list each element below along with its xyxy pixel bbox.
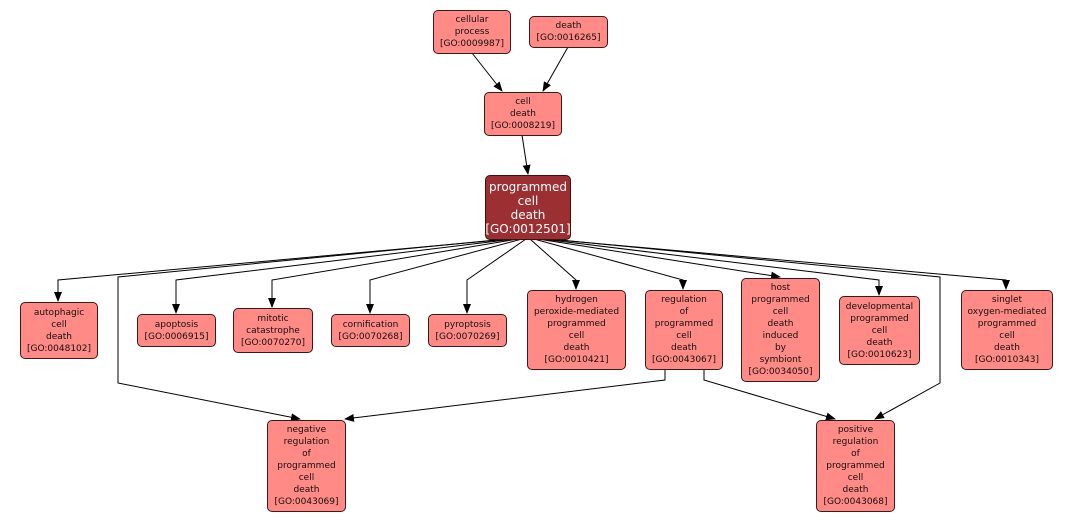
node-negative-regulation-pcd[interactable]: negative regulation of programmed cell d… [267, 420, 346, 512]
node-singlet-oxygen-pcd[interactable]: singlet oxygen-mediated programmed cell … [961, 290, 1053, 370]
edge [533, 238, 687, 290]
edge [541, 238, 883, 296]
node-cornification[interactable]: cornification [GO:0070268] [331, 314, 410, 347]
edge [344, 369, 666, 422]
edge [703, 369, 836, 421]
edge [463, 238, 527, 314]
edge [471, 52, 503, 92]
edge [268, 238, 519, 308]
edge [366, 238, 523, 314]
edge [117, 238, 507, 422]
edge [521, 134, 531, 175]
edge [542, 46, 569, 92]
node-positive-regulation-pcd[interactable]: positive regulation of programmed cell d… [816, 420, 895, 512]
node-programmed-cell-death[interactable]: programmed cell death [GO:0012501] [485, 175, 571, 240]
node-apoptosis[interactable]: apoptosis [GO:0006915] [137, 314, 216, 347]
node-developmental-pcd[interactable]: developmental programmed cell death [GO:… [839, 296, 920, 365]
edge [545, 238, 1010, 290]
node-regulation-pcd[interactable]: regulation of programmed cell death [GO:… [645, 290, 723, 370]
edge [54, 238, 511, 302]
node-mitotic-catastrophe[interactable]: mitotic catastrophe [GO:0070270] [233, 308, 313, 353]
node-cellular-process[interactable]: cellular process [GO:0009987] [433, 10, 511, 54]
node-death[interactable]: death [GO:0016265] [529, 16, 608, 48]
node-autophagic-cell-death[interactable]: autophagic cell death [GO:0048102] [20, 302, 98, 359]
edge [537, 238, 781, 280]
node-cell-death[interactable]: cell death [GO:0008219] [484, 92, 562, 136]
edge [529, 238, 580, 290]
node-host-pcd-symbiont[interactable]: host programmed cell death induced by sy… [741, 278, 820, 382]
edge [172, 238, 515, 314]
node-hydrogen-peroxide-pcd[interactable]: hydrogen peroxide-mediated programmed ce… [527, 290, 626, 370]
edge [549, 238, 941, 420]
node-pyroptosis[interactable]: pyroptosis [GO:0070269] [428, 314, 507, 347]
